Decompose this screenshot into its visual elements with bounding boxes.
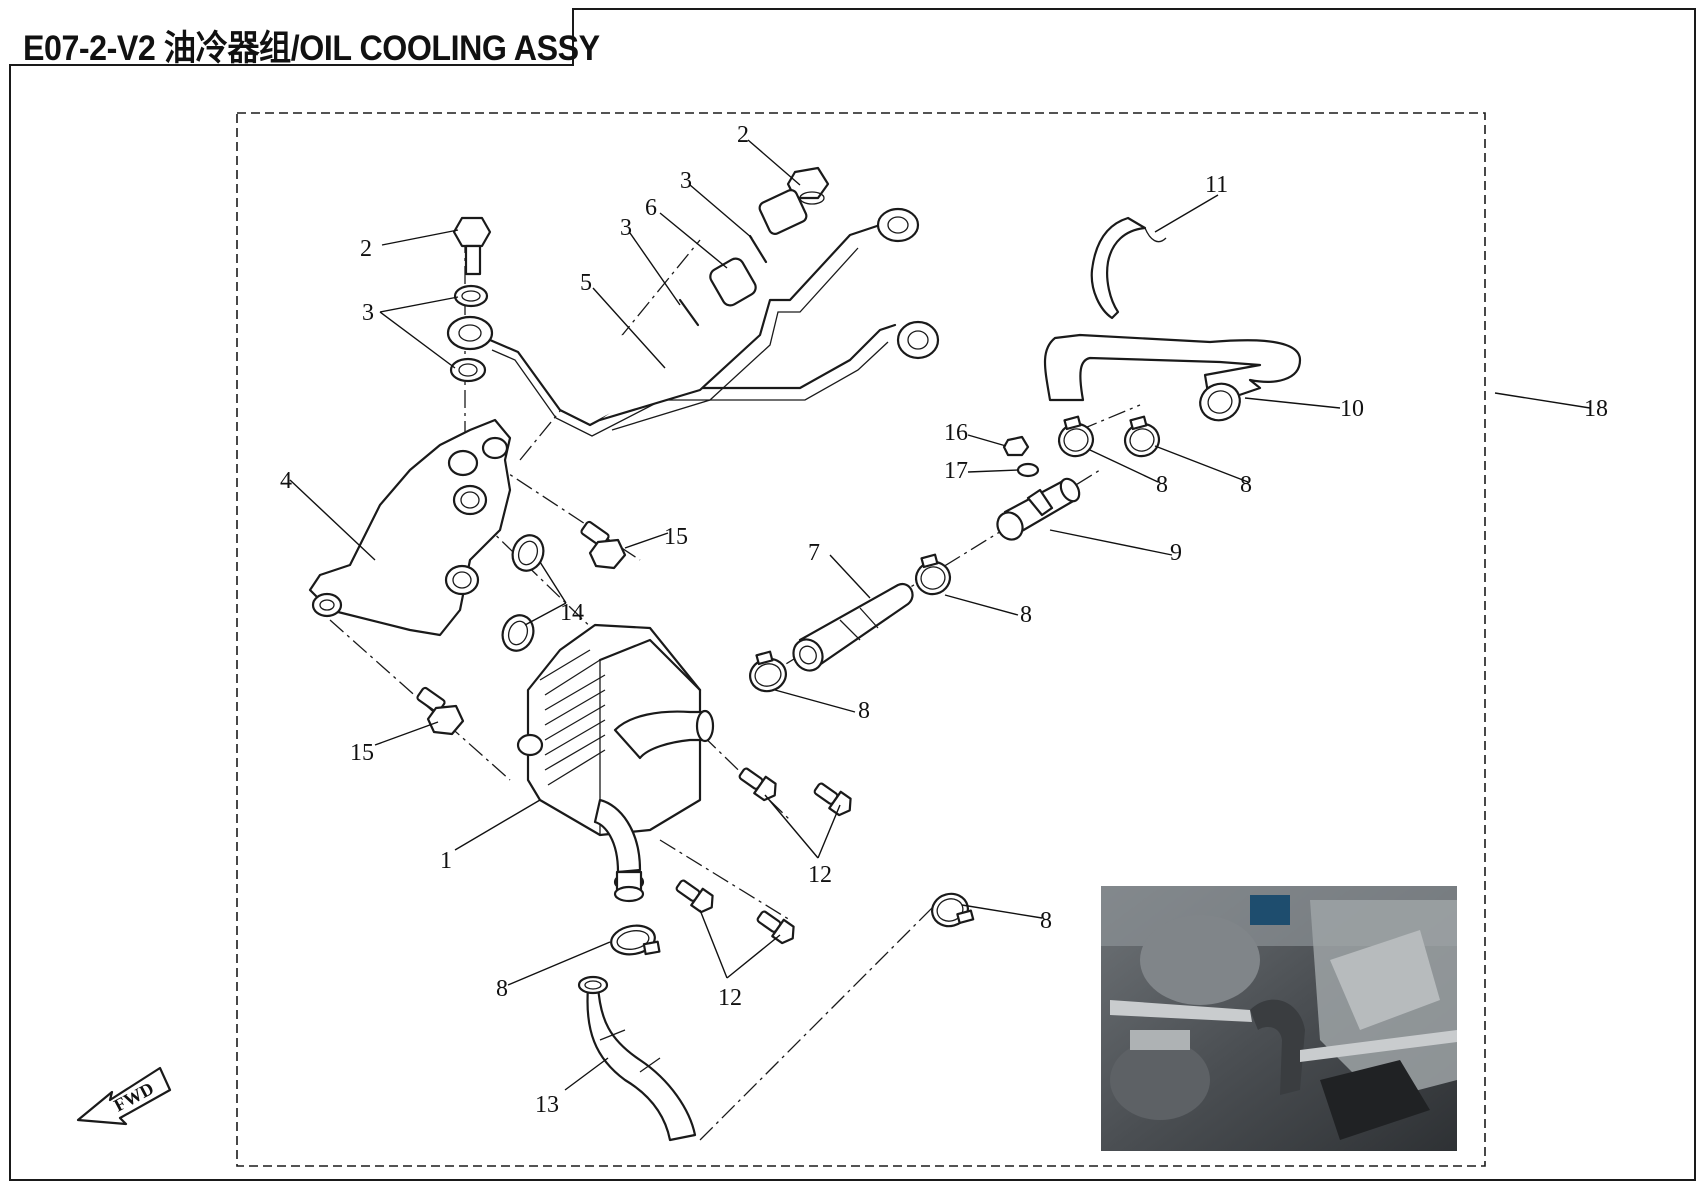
engine-photo <box>1101 886 1457 1151</box>
callout-15: 15 <box>664 524 688 550</box>
callout-8: 8 <box>1040 908 1052 934</box>
callout-labels: 2 3 4 5 3 6 3 2 15 14 15 1 12 12 8 13 8 … <box>280 122 1608 1118</box>
callout-16: 16 <box>944 420 968 446</box>
callout-5: 5 <box>580 270 592 296</box>
hose-clamps-8 <box>610 415 1161 956</box>
oil-cooler <box>516 623 715 903</box>
callout-3: 3 <box>620 215 632 241</box>
callout-15: 15 <box>350 740 374 766</box>
hose-clip-11 <box>1090 216 1167 320</box>
hose-sleeve <box>709 257 757 307</box>
callout-10: 10 <box>1340 396 1364 422</box>
o-rings-14 <box>501 534 545 652</box>
callout-11: 11 <box>1205 172 1228 198</box>
page-title: E07-2-V2 油冷器组/OIL COOLING ASSY <box>23 29 600 68</box>
callout-7: 7 <box>808 540 820 566</box>
assembly-boundary <box>236 112 1486 1167</box>
forward-arrow-icon: FWD <box>76 1066 172 1126</box>
callout-14: 14 <box>560 600 584 626</box>
callout-12: 12 <box>718 985 742 1011</box>
flange-bolt-15-lower <box>416 686 465 736</box>
callout-8: 8 <box>1020 602 1032 628</box>
callout-2: 2 <box>360 236 372 262</box>
leader-lines <box>289 139 1591 1091</box>
callout-8: 8 <box>496 976 508 1002</box>
callout-8: 8 <box>1156 472 1168 498</box>
callout-8: 8 <box>1240 472 1252 498</box>
banjo-bolt-top <box>758 166 830 235</box>
callout-17: 17 <box>944 458 968 484</box>
cooler-bolts-12 <box>675 767 852 945</box>
callout-6: 6 <box>645 195 657 221</box>
coolant-hose-7 <box>792 582 914 672</box>
drawing-frame <box>9 8 1696 1181</box>
coolant-tee-9 <box>996 477 1081 541</box>
coolant-hose-10 <box>1043 333 1302 422</box>
callout-4: 4 <box>280 468 292 494</box>
callout-3: 3 <box>680 168 692 194</box>
callout-13: 13 <box>535 1092 559 1118</box>
bleed-screw-16 <box>1002 435 1030 457</box>
title-block: E07-2-V2 油冷器组/OIL COOLING ASSY <box>9 8 600 68</box>
sealing-washers-left <box>449 284 489 383</box>
callout-9: 9 <box>1170 540 1182 566</box>
callout-18: 18 <box>1584 396 1608 422</box>
callout-12: 12 <box>808 862 832 888</box>
flange-bolt-15-upper <box>580 520 627 570</box>
callout-8: 8 <box>858 698 870 724</box>
coolant-hose-13 <box>577 975 697 1142</box>
callout-1: 1 <box>440 848 452 874</box>
washer-17 <box>1016 462 1040 478</box>
oil-pipe <box>446 207 940 437</box>
callout-3: 3 <box>362 300 374 326</box>
o-rings-upper <box>678 234 768 327</box>
cooler-mounting-bracket <box>308 418 512 637</box>
banjo-bolt-left <box>452 216 492 276</box>
callout-2: 2 <box>737 122 749 148</box>
